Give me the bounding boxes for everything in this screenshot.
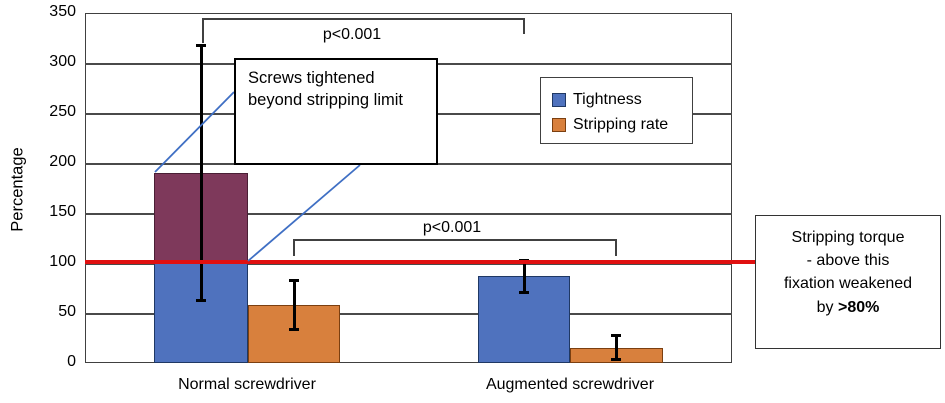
threshold-explanation-box: Stripping torque - above this fixation w… bbox=[755, 215, 941, 349]
x-category-label: Normal screwdriver bbox=[178, 376, 316, 393]
error-bar-cap bbox=[289, 328, 299, 331]
error-bar-cap bbox=[196, 299, 206, 302]
threshold-line-100pct bbox=[85, 260, 755, 264]
sig-bracket-top-right-tick bbox=[523, 18, 525, 34]
stripping-rate-swatch-icon bbox=[552, 117, 566, 132]
sig-bracket-bottom bbox=[293, 239, 617, 241]
y-tick-label: 50 bbox=[58, 303, 76, 320]
gridline bbox=[85, 313, 732, 315]
error-bar-cap bbox=[611, 334, 621, 337]
y-tick-label: 300 bbox=[49, 53, 76, 70]
y-tick-label: 350 bbox=[49, 3, 76, 20]
sig-bracket-bottom-right-tick bbox=[615, 239, 617, 256]
error-bar bbox=[293, 280, 296, 329]
legend-label: Stripping rate bbox=[573, 115, 669, 133]
threshold-bold-value: >80% bbox=[837, 298, 880, 316]
y-axis-title: Percentage bbox=[8, 147, 27, 232]
x-category-label: Augmented screwdriver bbox=[485, 376, 655, 393]
threshold-box-line: - above this bbox=[806, 252, 890, 270]
gridline bbox=[85, 213, 732, 215]
error-bar-cap bbox=[196, 44, 206, 47]
sig-label-top: p<0.001 bbox=[322, 26, 382, 43]
y-tick-label: 100 bbox=[49, 253, 76, 270]
error-bar-cap bbox=[611, 358, 621, 361]
legend-item-tightness: Tightness bbox=[552, 87, 692, 112]
sig-bracket-bottom-left-tick bbox=[293, 239, 295, 256]
sig-label-bottom: p<0.001 bbox=[422, 219, 482, 236]
threshold-box-line: fixation weakened bbox=[783, 275, 913, 293]
threshold-box-line: by >80% bbox=[816, 298, 880, 316]
callout-box-overtightening: Screws tightened beyond stripping limit bbox=[234, 58, 438, 165]
legend-item-stripping-rate: Stripping rate bbox=[552, 112, 692, 137]
y-tick-label: 150 bbox=[49, 203, 76, 220]
legend-label: Tightness bbox=[573, 90, 642, 108]
y-tick-label: 0 bbox=[67, 353, 76, 370]
legend: Tightness Stripping rate bbox=[540, 77, 693, 144]
sig-bracket-top bbox=[202, 18, 525, 20]
error-bar bbox=[615, 335, 618, 359]
error-bar-cap bbox=[519, 291, 529, 294]
error-bar bbox=[523, 260, 526, 292]
sig-bracket-top-left-tick bbox=[202, 18, 204, 43]
tightness-swatch-icon bbox=[552, 92, 566, 107]
threshold-box-line: Stripping torque bbox=[791, 229, 905, 246]
y-tick-label: 250 bbox=[49, 103, 76, 120]
y-tick-label: 200 bbox=[49, 153, 76, 170]
error-bar-cap bbox=[289, 279, 299, 282]
